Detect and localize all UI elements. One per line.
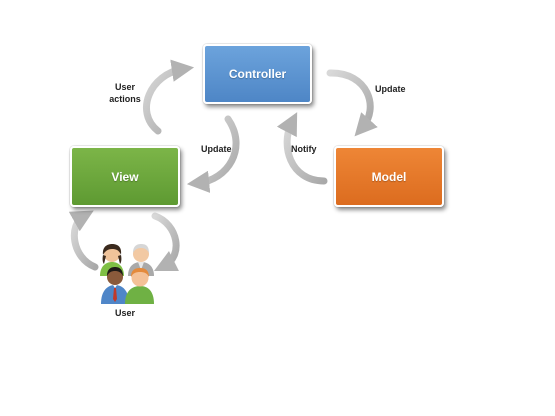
controller-box: Controller	[203, 44, 312, 104]
model-label: Model	[371, 169, 407, 184]
arrow-view-to-controller	[143, 59, 195, 135]
users-group-icon	[100, 244, 154, 304]
arrow-model-to-controller	[276, 112, 328, 185]
controller-label: Controller	[228, 67, 287, 81]
arrow-controller-to-model	[326, 69, 378, 137]
user-young-man-icon	[125, 268, 154, 304]
view-label: View	[111, 169, 139, 184]
update-model-label: Update	[375, 84, 406, 94]
user-label: User	[114, 308, 135, 318]
view-box: View	[70, 146, 180, 207]
update-view-label: Update	[201, 144, 232, 154]
arrow-view-to-user	[151, 212, 180, 272]
arrow-user-to-view	[68, 210, 99, 271]
arrow-controller-to-view	[186, 115, 240, 194]
model-box: Model	[334, 146, 444, 207]
user-actions-label: User actions	[109, 82, 141, 104]
notify-label: Notify	[291, 144, 317, 154]
user-man-tie-icon	[101, 267, 129, 304]
